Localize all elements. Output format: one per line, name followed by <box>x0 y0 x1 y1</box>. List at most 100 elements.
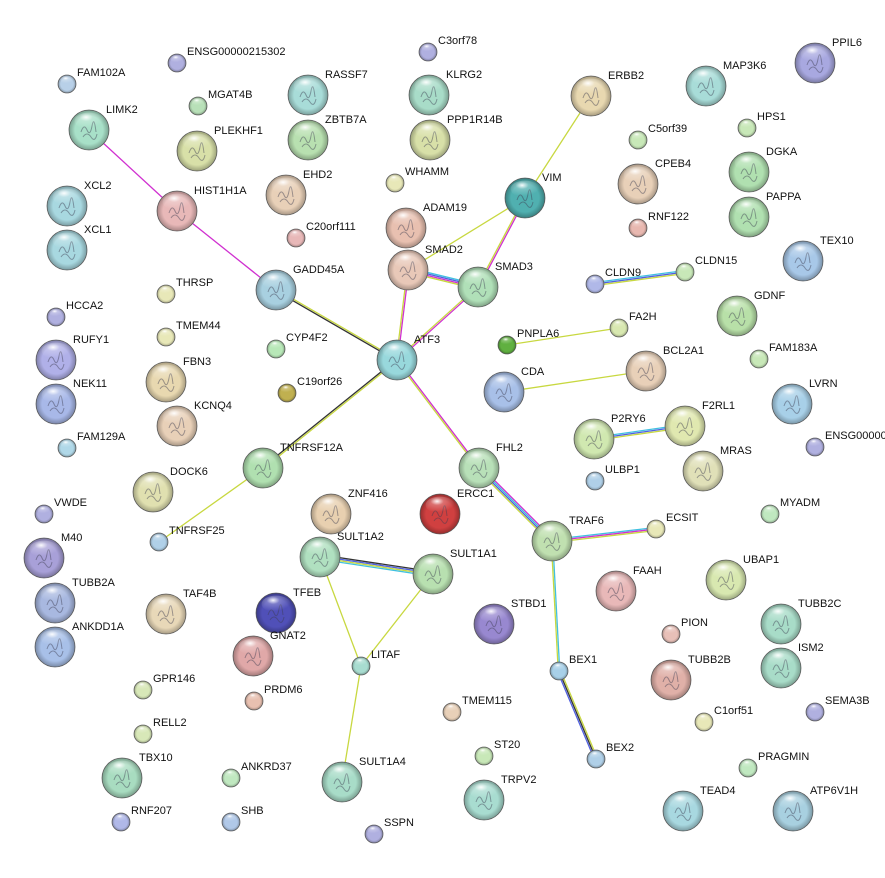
node-pappa[interactable]: PAPPA <box>728 191 802 238</box>
node-rassf7[interactable]: RASSF7 <box>287 69 368 116</box>
node-atf3[interactable]: ATF3 <box>376 334 440 381</box>
node-pragmin[interactable]: PRAGMIN <box>738 751 809 778</box>
node-tex10[interactable]: TEX10 <box>782 235 854 282</box>
node-c3orf78[interactable]: C3orf78 <box>418 35 477 62</box>
node-fam102a[interactable]: FAM102A <box>57 67 126 94</box>
node-tbx10[interactable]: TBX10 <box>101 752 173 799</box>
node-c19orf26[interactable]: C19orf26 <box>277 376 342 403</box>
node-tnfrsf25[interactable]: TNFRSF25 <box>149 525 225 552</box>
node-zbtb7a[interactable]: ZBTB7A <box>287 114 367 161</box>
node-tubb2a[interactable]: TUBB2A <box>34 577 115 624</box>
node-sult1a2[interactable]: SULT1A2 <box>299 531 384 578</box>
node-cpeb4[interactable]: CPEB4 <box>617 158 691 205</box>
node-vwde[interactable]: VWDE <box>34 497 87 524</box>
node-tfeb[interactable]: TFEB <box>255 587 321 634</box>
node-limk2[interactable]: LIMK2 <box>68 104 138 151</box>
node-erbb2[interactable]: ERBB2 <box>570 70 644 117</box>
node-rnf122[interactable]: RNF122 <box>628 211 689 238</box>
node-f2rl1[interactable]: F2RL1 <box>664 400 735 447</box>
node-fam129a[interactable]: FAM129A <box>57 431 126 458</box>
node-ehd2[interactable]: EHD2 <box>265 169 332 216</box>
node-cldn9[interactable]: CLDN9 <box>585 267 641 294</box>
node-sult1a1[interactable]: SULT1A1 <box>412 548 497 595</box>
node-lvrn[interactable]: LVRN <box>771 378 838 425</box>
node-bex1[interactable]: BEX1 <box>549 654 597 681</box>
node-fbn3[interactable]: FBN3 <box>145 356 211 403</box>
node-rufy1[interactable]: RUFY1 <box>35 334 109 381</box>
node-ankrd37[interactable]: ANKRD37 <box>221 761 292 788</box>
node-kcnq4[interactable]: KCNQ4 <box>156 400 232 447</box>
node-fhl2[interactable]: FHL2 <box>458 442 523 489</box>
node-mras[interactable]: MRAS <box>682 445 752 492</box>
node-smad2[interactable]: SMAD2 <box>387 244 463 291</box>
node-tmem44[interactable]: TMEM44 <box>156 320 221 347</box>
node-tubb2b[interactable]: TUBB2B <box>650 654 731 701</box>
node-gdnf[interactable]: GDNF <box>716 290 785 337</box>
node-gpr146[interactable]: GPR146 <box>133 673 195 700</box>
node-hcca2[interactable]: HCCA2 <box>46 300 103 327</box>
node-stbd1[interactable]: STBD1 <box>473 598 546 645</box>
node-traf6[interactable]: TRAF6 <box>531 515 604 562</box>
node-sspn[interactable]: SSPN <box>364 817 414 844</box>
node-tnfrsf12a[interactable]: TNFRSF12A <box>242 442 344 489</box>
node-fam183a[interactable]: FAM183A <box>749 342 818 369</box>
node-c20orf111[interactable]: C20orf111 <box>286 221 356 248</box>
node-bex2[interactable]: BEX2 <box>586 742 634 769</box>
node-atp6v1h[interactable]: ATP6V1H <box>772 785 858 832</box>
node-rnf207[interactable]: RNF207 <box>111 805 172 832</box>
node-taf4b[interactable]: TAF4B <box>145 588 216 635</box>
node-dgka[interactable]: DGKA <box>728 146 798 193</box>
node-ercc1[interactable]: ERCC1 <box>419 488 494 535</box>
node-ulbp1[interactable]: ULBP1 <box>585 464 640 491</box>
node-ankdd1a[interactable]: ANKDD1A <box>34 621 125 668</box>
node-whamm[interactable]: WHAMM <box>385 166 449 193</box>
node-prdm6[interactable]: PRDM6 <box>244 684 303 711</box>
node-klrg2[interactable]: KLRG2 <box>408 69 482 116</box>
node-sult1a4[interactable]: SULT1A4 <box>321 756 406 803</box>
node-cldn15[interactable]: CLDN15 <box>675 255 737 282</box>
node-ensg00000[interactable]: ENSG00000 <box>805 430 885 457</box>
node-pion[interactable]: PION <box>661 617 708 644</box>
node-dock6[interactable]: DOCK6 <box>132 466 208 513</box>
node-rell2[interactable]: RELL2 <box>133 717 187 744</box>
node-plekhf1[interactable]: PLEKHF1 <box>176 125 263 172</box>
node-ppil6[interactable]: PPIL6 <box>794 37 862 84</box>
node-faah[interactable]: FAAH <box>595 565 662 612</box>
node-xcl2[interactable]: XCL2 <box>46 180 112 227</box>
node-fa2h[interactable]: FA2H <box>609 311 657 338</box>
node-sema3b[interactable]: SEMA3B <box>805 695 870 722</box>
node-bcl2a1[interactable]: BCL2A1 <box>625 345 704 392</box>
node-hist1h1a[interactable]: HIST1H1A <box>156 185 247 232</box>
node-vim[interactable]: VIM <box>504 172 562 219</box>
node-map3k6[interactable]: MAP3K6 <box>685 60 766 107</box>
node-trpv2[interactable]: TRPV2 <box>463 774 536 821</box>
node-xcl1[interactable]: XCL1 <box>46 224 112 271</box>
node-myadm[interactable]: MYADM <box>760 497 820 524</box>
node-m40[interactable]: M40 <box>23 532 82 579</box>
node-litaf[interactable]: LITAF <box>351 649 400 676</box>
node-cda[interactable]: CDA <box>483 366 545 413</box>
node-tubb2c[interactable]: TUBB2C <box>760 598 841 645</box>
node-ecsit[interactable]: ECSIT <box>646 512 699 539</box>
node-cyp4f2[interactable]: CYP4F2 <box>266 332 328 359</box>
node-ism2[interactable]: ISM2 <box>760 642 824 689</box>
node-thrsp[interactable]: THRSP <box>156 277 213 304</box>
node-gadd45a[interactable]: GADD45A <box>255 264 345 311</box>
node-pnpla6[interactable]: PNPLA6 <box>497 328 559 355</box>
node-nek11[interactable]: NEK11 <box>35 378 107 425</box>
node-tmem115[interactable]: TMEM115 <box>442 695 512 722</box>
node-ensg00000215302[interactable]: ENSG00000215302 <box>167 46 285 73</box>
node-st20[interactable]: ST20 <box>474 739 520 766</box>
node-shb[interactable]: SHB <box>221 805 264 832</box>
node-p2ry6[interactable]: P2RY6 <box>573 413 646 460</box>
node-ubap1[interactable]: UBAP1 <box>705 554 779 601</box>
node-c1orf51[interactable]: C1orf51 <box>694 705 753 732</box>
node-mgat4b[interactable]: MGAT4B <box>188 89 252 116</box>
node-znf416[interactable]: ZNF416 <box>310 488 388 535</box>
node-tead4[interactable]: TEAD4 <box>662 785 735 832</box>
node-c5orf39[interactable]: C5orf39 <box>628 123 687 150</box>
node-adam19[interactable]: ADAM19 <box>385 202 467 249</box>
node-ppp1r14b[interactable]: PPP1R14B <box>409 114 503 161</box>
node-gnat2[interactable]: GNAT2 <box>232 630 306 677</box>
node-hps1[interactable]: HPS1 <box>737 111 786 138</box>
